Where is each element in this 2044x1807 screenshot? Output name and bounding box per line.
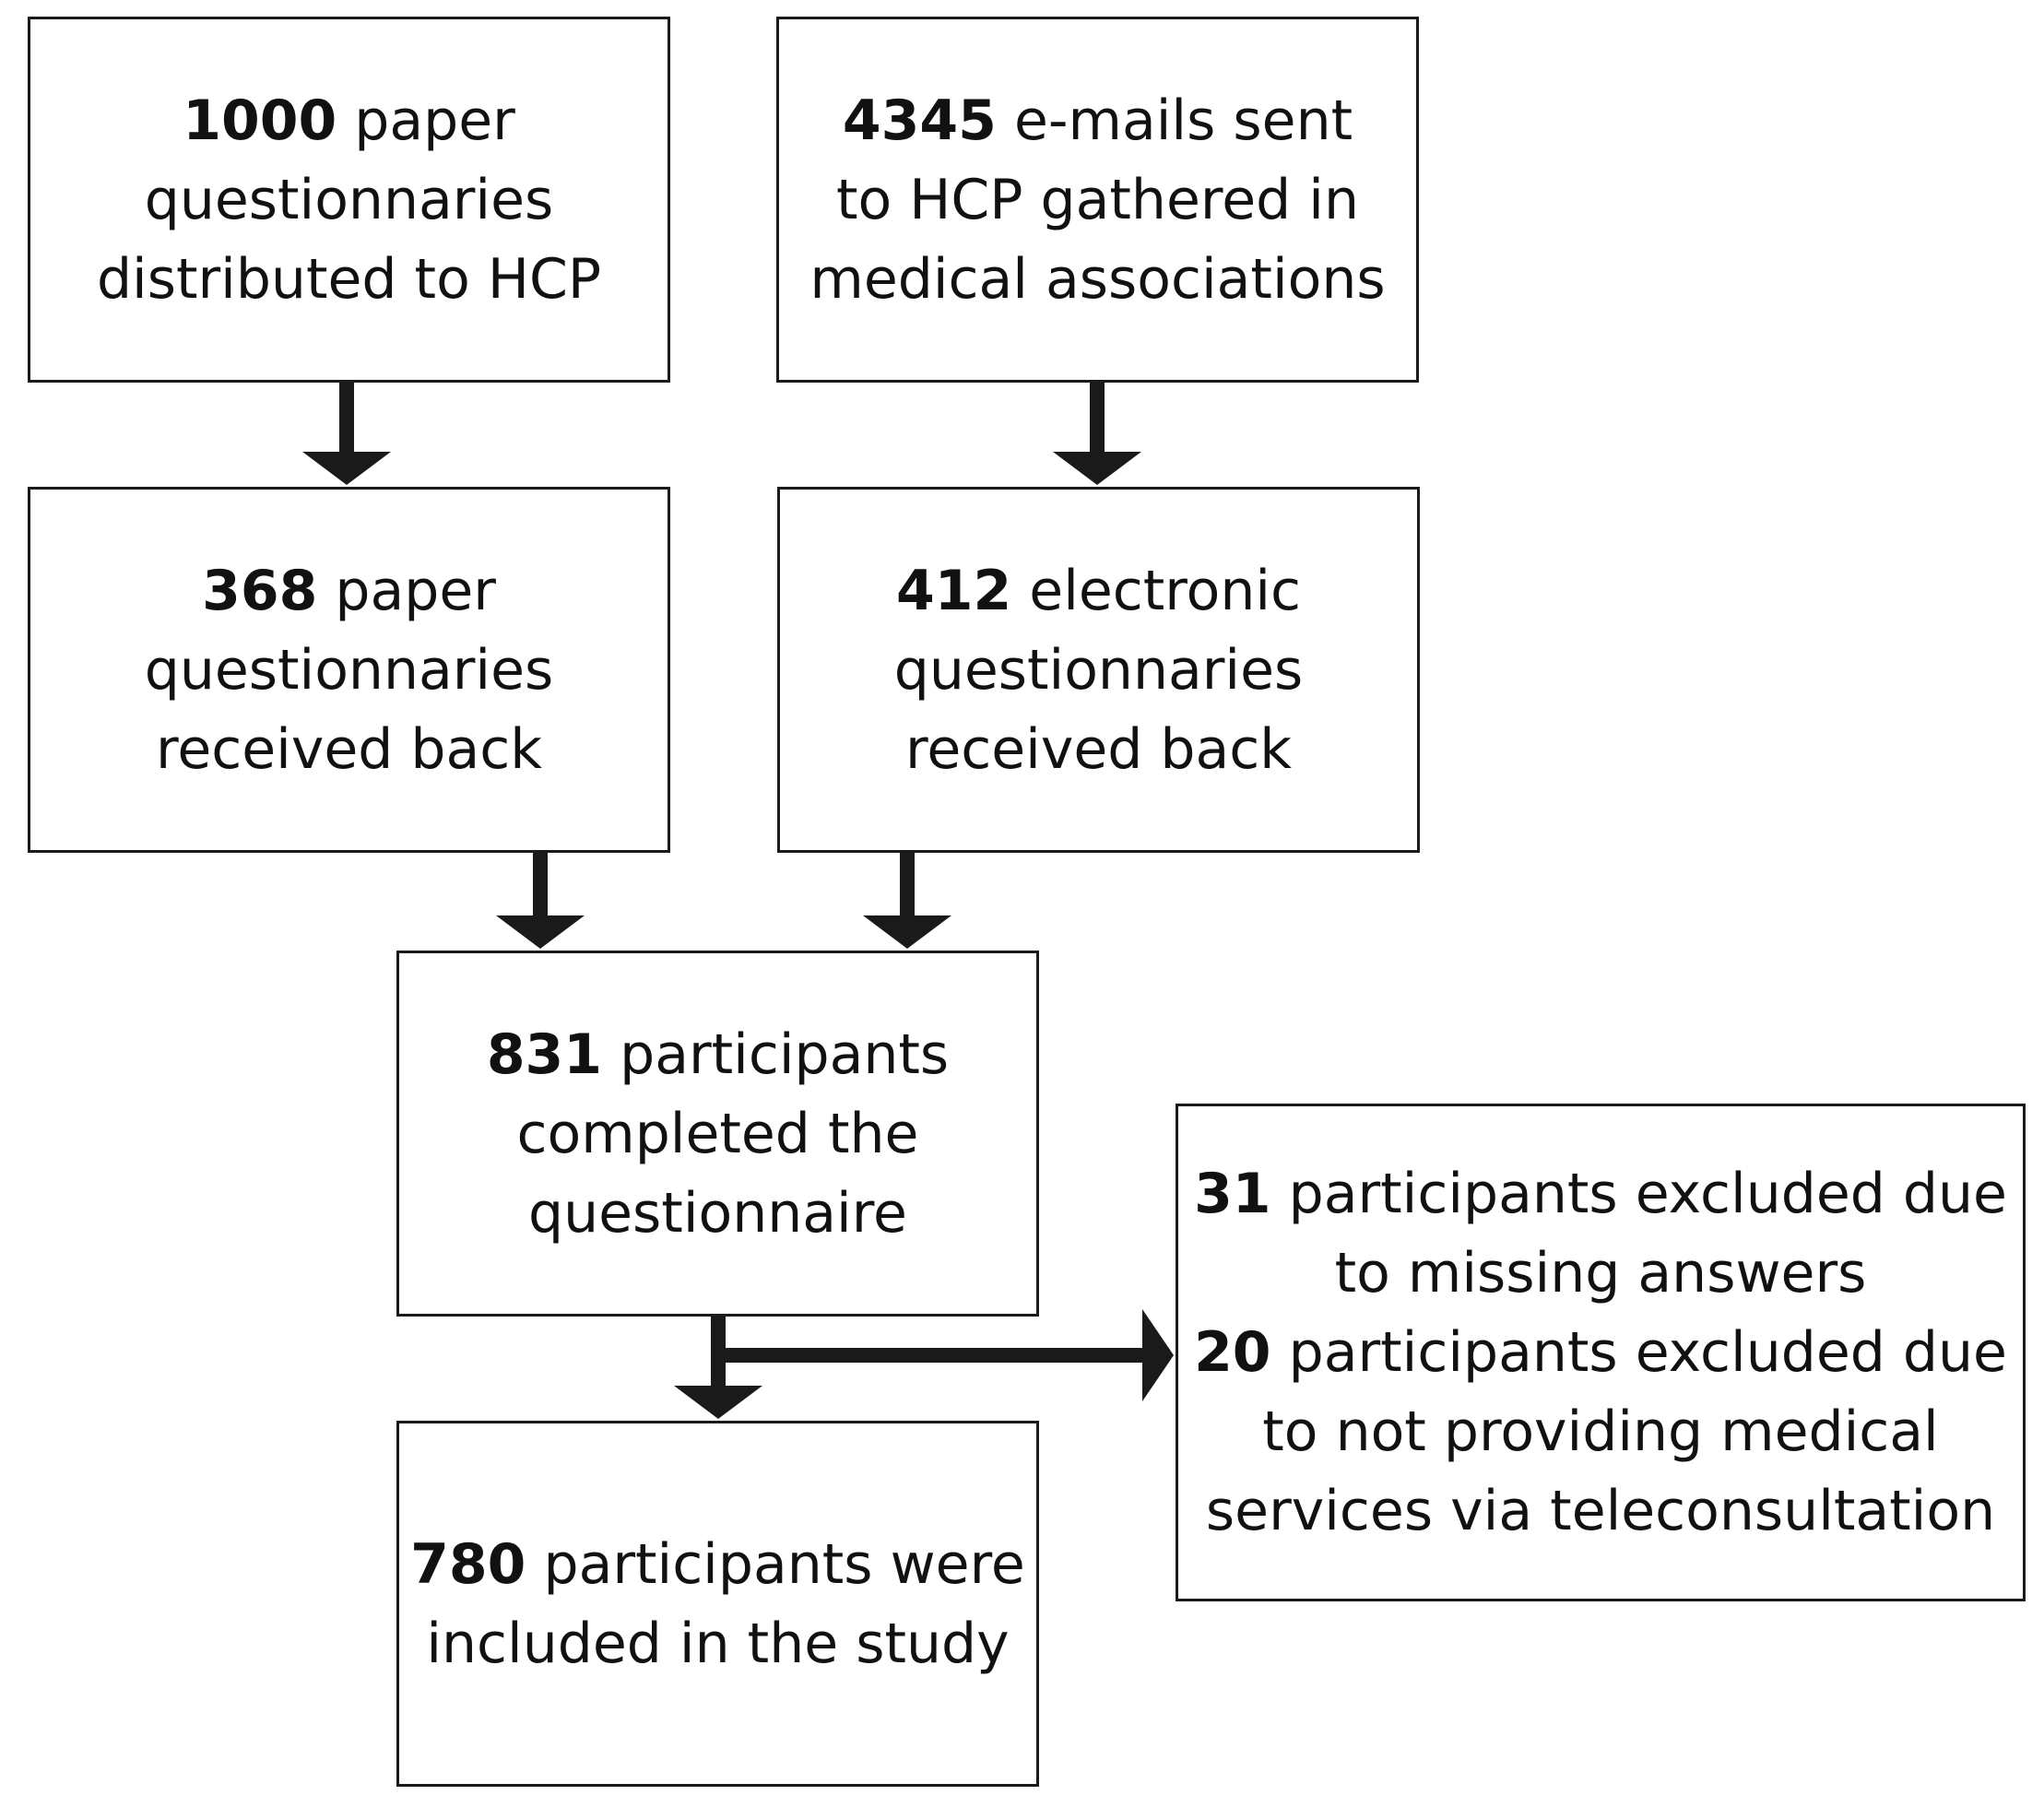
box-included-line1: 780 participants were (410, 1531, 1025, 1597)
box-excluded-teleconsult-line3: services via teleconsultation (1205, 1479, 1996, 1543)
box-paper-received-line1: 368 paper (202, 558, 496, 623)
box-excluded-missing-line1: 31 participants excluded due (1194, 1162, 2007, 1226)
box-excluded-missing-line2: to missing answers (1334, 1241, 1867, 1305)
box-excluded-teleconsult-line1: 20 participants excluded due (1194, 1320, 2007, 1385)
arrow-completed-to-included (674, 1317, 762, 1419)
count-emails-sent: 4345 (842, 88, 997, 153)
arrow-emails-to-electronic-received (1053, 383, 1141, 485)
count-paper-received: 368 (202, 558, 318, 623)
box-excluded: 31 participants excluded due to missing … (1176, 1104, 2026, 1601)
arrow-electronic-received-to-completed (863, 853, 951, 949)
count-completed: 831 (486, 1022, 603, 1087)
box-completed: 831 participants completed the questionn… (396, 951, 1039, 1317)
count-excluded-teleconsult: 20 (1194, 1320, 1271, 1385)
box-included-line2: included in the study (426, 1611, 1010, 1676)
box-excluded-teleconsult-line2: to not providing medical (1262, 1400, 1939, 1464)
box-electronic-received-line3: received back (904, 716, 1292, 782)
arrow-paper-distributed-to-received (302, 383, 391, 485)
box-emails-sent-line3: medical associations (809, 246, 1386, 312)
box-paper-distributed: 1000 paper questionnaries distributed to… (28, 17, 670, 383)
box-completed-line3: questionnaire (528, 1180, 907, 1246)
box-emails-sent: 4345 e-mails sent to HCP gathered in med… (776, 17, 1419, 383)
box-electronic-received: 412 electronic questionnaries received b… (777, 487, 1420, 853)
count-paper-distributed: 1000 (183, 88, 337, 153)
count-included: 780 (410, 1531, 526, 1597)
box-electronic-received-line2: questionnaries (893, 637, 1304, 703)
box-paper-received: 368 paper questionnaries received back (28, 487, 670, 853)
box-completed-line1: 831 participants (486, 1022, 950, 1087)
arrow-paper-received-to-completed (496, 853, 585, 949)
count-electronic-received: 412 (895, 558, 1012, 623)
box-electronic-received-line1: 412 electronic (895, 558, 1302, 623)
box-paper-received-line3: received back (155, 716, 542, 782)
arrow-completed-to-excluded (718, 1309, 1174, 1401)
count-excluded-missing: 31 (1194, 1162, 1271, 1226)
box-paper-distributed-line1: 1000 paper (183, 88, 515, 153)
box-paper-distributed-line3: distributed to HCP (96, 246, 602, 312)
box-included: 780 participants were included in the st… (396, 1421, 1039, 1787)
box-paper-distributed-line2: questionnaries (144, 167, 554, 232)
box-paper-received-line2: questionnaries (144, 637, 554, 703)
box-completed-line2: completed the (516, 1101, 919, 1166)
box-emails-sent-line1: 4345 e-mails sent (842, 88, 1353, 153)
box-emails-sent-line2: to HCP gathered in (835, 167, 1359, 232)
